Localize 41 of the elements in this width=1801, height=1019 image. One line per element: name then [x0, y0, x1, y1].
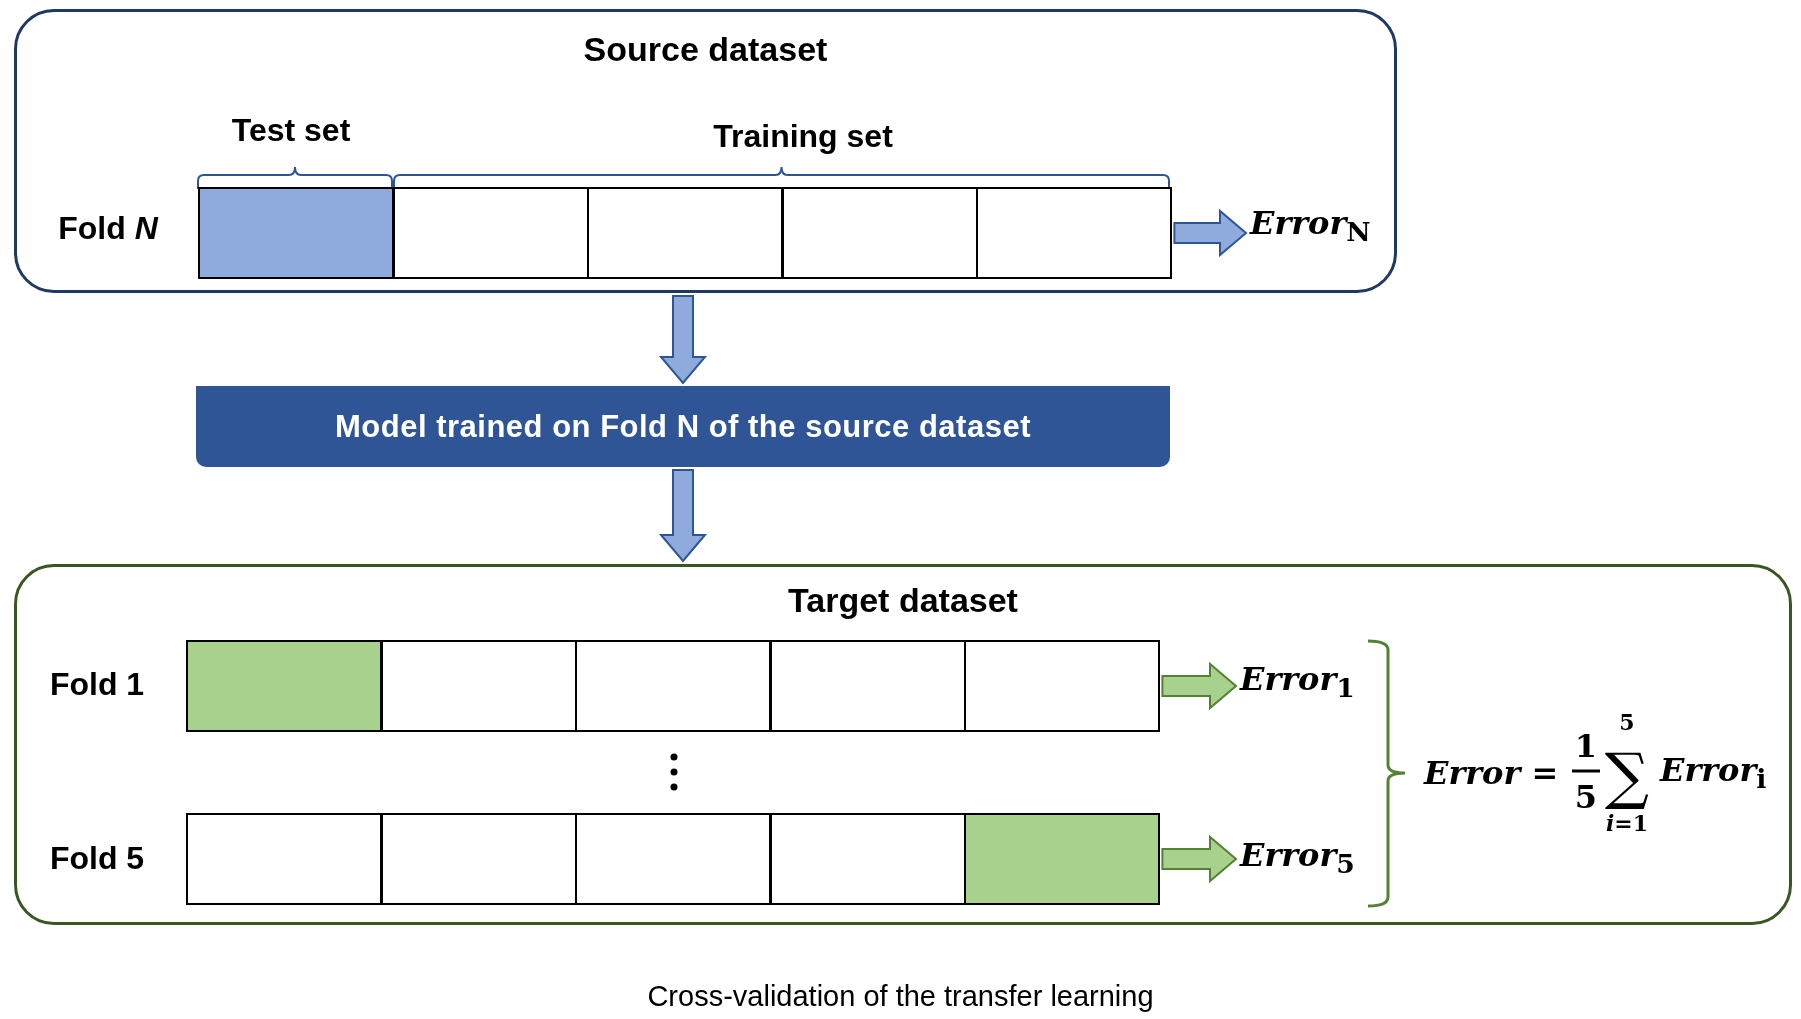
fold-cell	[392, 187, 589, 279]
summation-sign: ∑	[1604, 738, 1650, 812]
set-label: Test set	[231, 111, 351, 149]
fold-label: Fold N	[58, 209, 158, 247]
fold-label: Fold 1	[49, 665, 145, 703]
highlighted-fold-cell	[964, 813, 1161, 905]
block-arrow	[658, 469, 708, 563]
fold-cell	[380, 813, 577, 905]
fold-cell	[587, 187, 784, 279]
formula-term: 5	[1574, 778, 1598, 816]
block-arrow	[658, 295, 708, 385]
error-term: Error$_{5}$	[1240, 836, 1355, 880]
fold-cell	[575, 813, 772, 905]
block-arrow	[1161, 661, 1238, 711]
summation-limit: 5	[1619, 709, 1635, 735]
fold-cell	[769, 813, 966, 905]
fold-cell	[380, 640, 577, 732]
fold-cell	[575, 640, 772, 732]
highlighted-fold-cell	[186, 640, 382, 732]
error-term: Error$_{N}$	[1250, 204, 1371, 248]
model-banner: Model trained on Fold N of the source dataset	[196, 386, 1170, 467]
panel-title: Target dataset	[787, 581, 1019, 620]
fold-cell	[976, 187, 1173, 279]
highlighted-fold-cell	[198, 187, 394, 279]
dataset-panel	[14, 9, 1397, 293]
dataset-panel	[14, 564, 1792, 925]
fold-cell	[781, 187, 978, 279]
summation-limit: i=1	[1605, 810, 1649, 836]
block-arrow	[1161, 834, 1238, 884]
formula-term: Error =	[1424, 754, 1559, 792]
caption: Cross-validation of the transfer learning	[646, 980, 1155, 1013]
formula-term: 1	[1574, 727, 1598, 765]
set-label: Training set	[713, 117, 893, 155]
block-arrow	[1173, 208, 1248, 258]
fold-cell	[964, 640, 1161, 732]
panel-title: Source dataset	[582, 30, 829, 69]
fold-cell	[186, 813, 382, 905]
formula-term: Error$_{i}$	[1660, 751, 1767, 795]
error-term: Error$_{1}$	[1240, 660, 1355, 704]
fold-label: Fold 5	[49, 839, 145, 877]
fold-cell	[769, 640, 966, 732]
